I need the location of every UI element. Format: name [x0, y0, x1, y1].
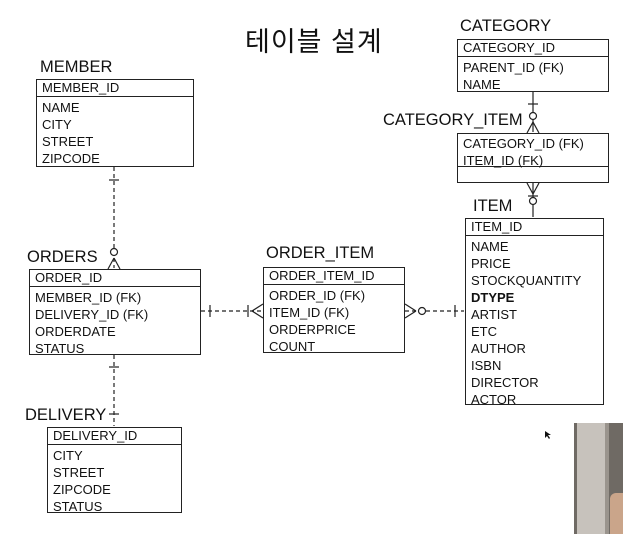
item-pk: ITEM_ID	[466, 219, 603, 236]
delivery-attr-status: STATUS	[53, 499, 103, 514]
category-attr-name: NAME	[463, 77, 501, 92]
order-item-pk: ORDER_ITEM_ID	[264, 268, 404, 285]
order-item-entity-name: ORDER_ITEM	[266, 244, 375, 262]
order-item-attr-orderprice: ORDERPRICE	[269, 322, 356, 337]
delivery-entity-name: DELIVERY	[25, 406, 107, 424]
item-entity-name: ITEM	[473, 197, 513, 215]
orders-table: ORDER_ID MEMBER_ID (FK) DELIVERY_ID (FK)…	[29, 269, 201, 356]
category-pk: CATEGORY_ID	[458, 40, 608, 57]
orders-attr-delivery-id: DELIVERY_ID (FK)	[35, 307, 149, 322]
webcam-video-thumbnail	[574, 423, 623, 534]
orders-attr-member-id: MEMBER_ID (FK)	[35, 290, 142, 305]
delivery-attr-city: CITY	[53, 448, 83, 463]
delivery-attr-street: STREET	[53, 465, 105, 480]
delivery-table: DELIVERY_ID CITY STREET ZIPCODE STATUS	[47, 427, 182, 514]
orders-pk: ORDER_ID	[30, 270, 200, 287]
orders-attr-orderdate: ORDERDATE	[35, 324, 116, 339]
order-item-item-relation	[404, 303, 464, 319]
item-attr-director: DIRECTOR	[471, 375, 539, 390]
member-attr-zipcode: ZIPCODE	[42, 151, 100, 166]
orders-delivery-relation	[109, 355, 119, 426]
item-attr-etc: ETC	[471, 324, 497, 339]
category-item-entity-name: CATEGORY_ITEM	[383, 111, 523, 129]
item-attr-author: AUTHOR	[471, 341, 526, 356]
category-entity-name: CATEGORY	[460, 17, 552, 35]
category-attr-parent-id: PARENT_ID (FK)	[463, 60, 564, 75]
order-item-table: ORDER_ITEM_ID ORDER_ID (FK) ITEM_ID (FK)…	[263, 267, 405, 354]
order-item-attr-order-id: ORDER_ID (FK)	[269, 288, 366, 303]
category-item-attr-category-id: CATEGORY_ID (FK)	[463, 136, 584, 151]
member-orders-relation	[107, 167, 121, 270]
member-attr-city: CITY	[42, 117, 72, 132]
category-table: CATEGORY_ID PARENT_ID (FK) NAME	[457, 39, 609, 92]
member-attr-street: STREET	[42, 134, 94, 149]
item-table: ITEM_ID NAME PRICE STOCKQUANTITY DTYPE A…	[465, 218, 604, 407]
member-attr-name: NAME	[42, 100, 80, 115]
mouse-cursor-icon	[545, 431, 551, 439]
item-attr-isbn: ISBN	[471, 358, 502, 373]
member-entity-name: MEMBER	[40, 58, 113, 76]
item-attr-price: PRICE	[471, 256, 511, 271]
orders-attr-status: STATUS	[35, 341, 85, 356]
order-item-attr-count: COUNT	[269, 339, 316, 354]
delivery-attr-zipcode: ZIPCODE	[53, 482, 111, 497]
diagram-title: 테이블 설계	[245, 27, 383, 57]
category-category-item-relation	[526, 92, 540, 134]
member-pk: MEMBER_ID	[37, 80, 193, 97]
category-item-item-relation	[526, 182, 540, 217]
category-item-attr-item-id: ITEM_ID (FK)	[463, 153, 544, 168]
item-attr-stockquantity: STOCKQUANTITY	[471, 273, 582, 288]
presenter-figure	[610, 493, 623, 534]
member-table: MEMBER_ID NAME CITY STREET ZIPCODE	[36, 79, 194, 167]
item-attr-dtype: DTYPE	[471, 290, 515, 305]
item-attr-name: NAME	[471, 239, 509, 254]
category-item-table: CATEGORY_ID (FK) ITEM_ID (FK)	[457, 133, 609, 183]
order-item-attr-item-id: ITEM_ID (FK)	[269, 305, 350, 320]
delivery-pk: DELIVERY_ID	[48, 428, 181, 445]
item-attr-artist: ARTIST	[471, 307, 517, 322]
item-attr-actor: ACTOR	[471, 392, 517, 407]
orders-entity-name: ORDERS	[27, 248, 98, 266]
orders-order-item-relation	[201, 303, 264, 319]
